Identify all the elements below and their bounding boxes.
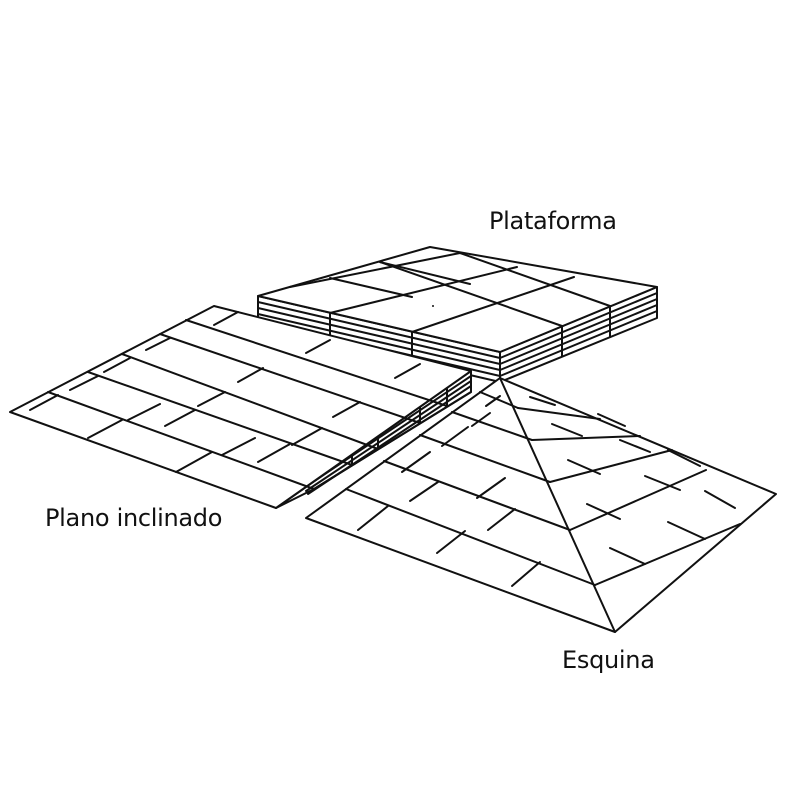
platform-top-tiles (289, 252, 611, 333)
inclined-plane-tiles (29, 311, 448, 490)
platform-label: Plataforma (489, 207, 617, 235)
inclined-plane-surface (9, 305, 472, 509)
corner (305, 377, 777, 633)
platform (257, 246, 658, 383)
corner-surface (305, 377, 777, 633)
corner-label: Esquina (562, 646, 655, 674)
corner-tiles (345, 377, 741, 633)
platform-layer-lines (257, 292, 658, 377)
inclined-plane (9, 305, 472, 509)
inclined-plane-label: Plano inclinado (45, 504, 223, 532)
